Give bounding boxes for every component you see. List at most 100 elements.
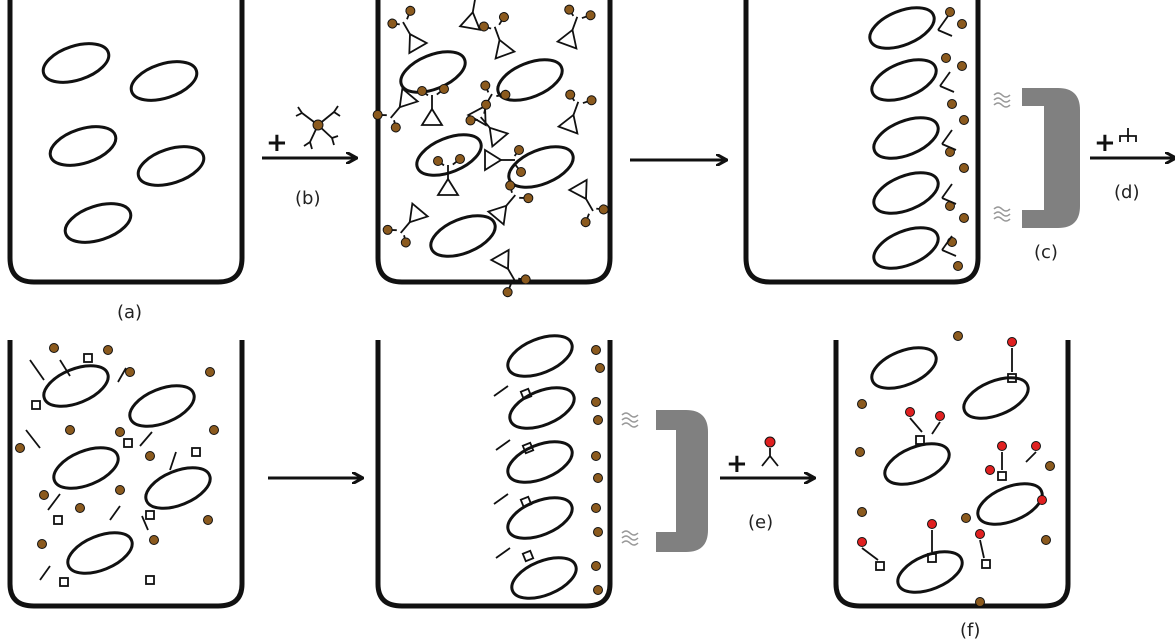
linker-b-1 (387, 5, 429, 55)
bead-e-1 (591, 345, 601, 355)
magnet-e (656, 410, 708, 552)
field-mark-e-top (621, 412, 639, 428)
labeled-antibody-f-8 (857, 537, 867, 547)
particle-e-2 (508, 386, 576, 430)
fragment-e-2 (521, 441, 535, 455)
stub-c-2 (939, 71, 951, 87)
bead-f-7 (1041, 535, 1051, 545)
bead-e-2 (595, 363, 605, 373)
particle-d-4 (144, 466, 212, 510)
bead-d-15 (145, 451, 155, 461)
labeled-antibody-f-1 (1007, 337, 1017, 347)
stub-c2-2 (939, 85, 955, 93)
bead-e-8 (593, 527, 603, 537)
labeled-antibody-f-7 (975, 529, 985, 539)
bead-d-2 (103, 345, 113, 355)
bead-e-5 (591, 451, 601, 461)
bead-c-2 (957, 19, 967, 29)
bead-d-9 (39, 490, 49, 500)
linker-b-14 (489, 248, 531, 298)
particle-d-5 (66, 531, 134, 575)
bead-d-12 (37, 539, 47, 549)
field-mark-e-bottom (621, 530, 639, 546)
particle-f-3 (883, 442, 951, 486)
particle-e-3 (506, 440, 574, 484)
particle-c-4 (872, 171, 940, 215)
particle-e-1 (506, 334, 574, 378)
container-e (375, 340, 613, 609)
labeled-antibody-f-6 (927, 519, 937, 529)
particle-f-4 (976, 482, 1044, 526)
label-d: (d) (1114, 182, 1139, 203)
fragment-d-4 (53, 515, 63, 525)
label-e: (e) (748, 512, 773, 533)
arm-d-10 (39, 565, 51, 581)
field-mark-c-top (993, 92, 1011, 108)
bead-d-10 (115, 485, 125, 495)
particle-d-2 (128, 384, 196, 428)
particle-f-5 (896, 550, 964, 594)
bead-f-2 (857, 399, 867, 409)
stub-c2-4 (941, 197, 957, 205)
fragment-f-3 (997, 471, 1007, 481)
bead-e-4 (593, 415, 603, 425)
bead-d-8 (115, 427, 125, 437)
fragment-d-2 (31, 400, 41, 410)
arm-d-5 (139, 431, 153, 447)
fragment-d-6 (191, 447, 201, 457)
linker-b-5 (372, 86, 420, 133)
antibody-arm-f-8 (861, 547, 879, 561)
particle-a-5 (63, 202, 133, 244)
arm-e-1 (493, 385, 509, 397)
bead-d-14 (75, 503, 85, 513)
arm-d-9 (141, 515, 149, 531)
labeled-antibody-f-3 (935, 411, 945, 421)
bead-d-3 (125, 367, 135, 377)
particle-b-2 (496, 58, 564, 102)
fragment-d-8 (145, 575, 155, 585)
fragment-e-4 (521, 549, 535, 563)
stub-c2-1 (937, 29, 953, 37)
bead-c-12 (953, 261, 963, 271)
arm-d-4 (25, 429, 41, 449)
plus-sign-e: + (726, 449, 748, 479)
fragment-f-6 (875, 561, 885, 571)
arm-e-4 (495, 547, 511, 559)
container-f (833, 340, 1071, 609)
bead-d-11 (149, 535, 159, 545)
container-b (375, 0, 613, 285)
arm-d-3 (117, 367, 127, 383)
labeled-antibody-f-5 (997, 441, 1007, 451)
bead-d-13 (203, 515, 213, 525)
fragment-f-4 (927, 553, 937, 563)
linker-b-4 (555, 4, 596, 50)
bead-c-11 (947, 237, 957, 247)
bead-c-1 (945, 7, 955, 17)
label-c: (c) (1034, 242, 1058, 263)
stub-c-5 (941, 235, 953, 251)
particle-b-3 (415, 133, 483, 177)
bead-f-6 (961, 513, 971, 523)
labeled-antibody-icon (761, 436, 779, 467)
linker-b-3 (478, 12, 517, 60)
tetrameric-linker-icon (295, 105, 341, 150)
particle-b-5 (429, 214, 497, 258)
linker-b-8 (465, 99, 510, 149)
antibody-arm-f-7 (979, 539, 985, 559)
bead-c-3 (941, 53, 951, 63)
plus-sign-d: + (1094, 128, 1116, 158)
fragment-e-3 (519, 495, 533, 509)
antibody-arm-f-2 (909, 417, 923, 433)
bead-c-4 (957, 61, 967, 71)
magnet-c (1022, 88, 1080, 228)
particle-a-2 (129, 60, 199, 102)
label-a: (a) (117, 302, 142, 323)
particle-a-1 (41, 42, 111, 84)
label-b: (b) (295, 188, 320, 209)
container-a (7, 0, 245, 285)
label-f: (f) (960, 620, 980, 641)
bead-d-4 (205, 367, 215, 377)
bead-c-5 (947, 99, 957, 109)
fragment-f-1 (1007, 373, 1017, 383)
